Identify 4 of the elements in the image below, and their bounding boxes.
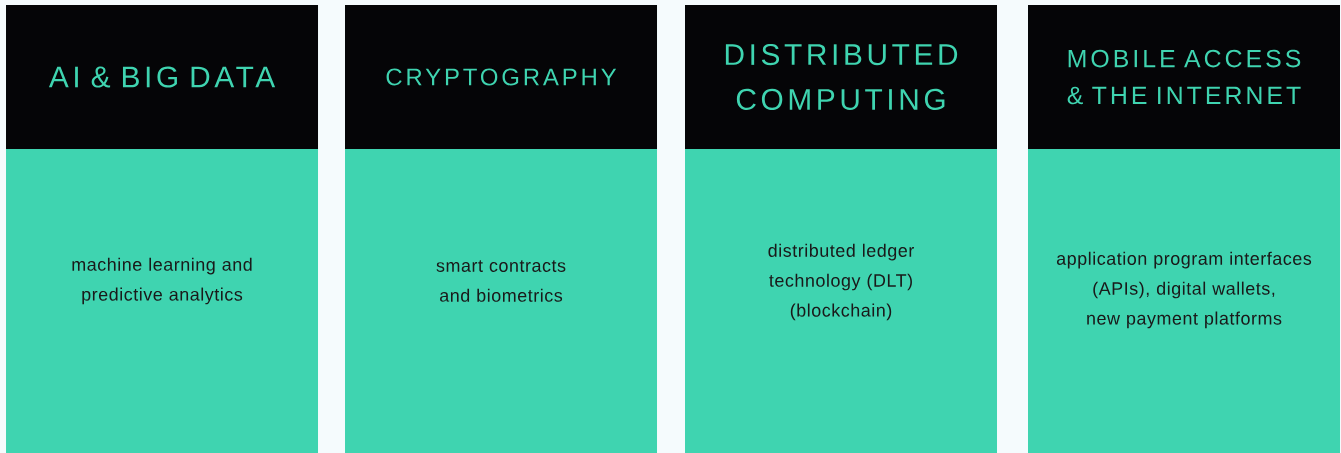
column-card: AI & BIG DATA machine learning and predictive analytics bbox=[6, 5, 318, 453]
column-card: DISTRIBUTED COMPUTING distributed ledger technology (DLT) (blockchain) bbox=[685, 5, 997, 453]
column-card: MOBILE ACCESS & THE INTERNET application program interfaces (APIs), digital wallets, new payment platforms bbox=[1028, 5, 1340, 453]
column-card: CRYPTOGRAPHY smart contracts and biometrics bbox=[345, 5, 657, 453]
